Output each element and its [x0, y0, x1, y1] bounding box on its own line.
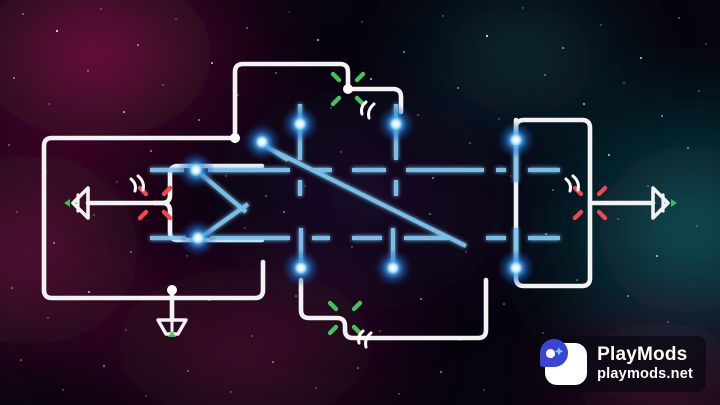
junction-bottom-left[interactable]: [167, 285, 177, 295]
wire-outer-left-loop[interactable]: [41, 135, 266, 301]
orb-5[interactable]: [177, 151, 215, 189]
gate-green-top-waves: [360, 100, 376, 120]
gate-nodes[interactable]: [129, 71, 608, 349]
wire-top-branch[interactable]: [232, 61, 351, 141]
wire-bottom-center[interactable]: [298, 277, 489, 341]
orb-9[interactable]: [497, 249, 535, 287]
orb-6[interactable]: [179, 219, 217, 257]
orb-7[interactable]: [282, 249, 320, 287]
orb-3[interactable]: [377, 105, 415, 143]
orb-2[interactable]: [281, 105, 319, 143]
gate-red-right-waves: [564, 174, 580, 193]
watermark-domain: playmods.net: [597, 366, 693, 383]
playmods-logo-icon: [540, 339, 588, 385]
ground-antenna[interactable]: [156, 318, 188, 337]
junction-top-left[interactable]: [230, 133, 240, 143]
beam-diagonal-long[interactable]: [267, 146, 467, 248]
orb-layer[interactable]: [177, 105, 535, 287]
orb-8[interactable]: [374, 249, 412, 287]
starfield: [8, 7, 707, 397]
right-emitter[interactable]: [651, 186, 677, 220]
gate-green-bottom[interactable]: [327, 300, 363, 336]
orb-1[interactable]: [243, 123, 281, 161]
wire-top-right-drop[interactable]: [345, 86, 404, 115]
junction-top-center[interactable]: [343, 84, 353, 94]
orb-4[interactable]: [497, 121, 535, 159]
gate-red-left-waves: [129, 174, 145, 193]
ground-antenna-indicator: [168, 331, 176, 337]
gate-green-bottom-waves: [357, 329, 373, 349]
watermark-brand: PlayMods: [597, 344, 688, 366]
junction-dots[interactable]: [167, 84, 353, 295]
wire-right-loop[interactable]: [513, 117, 593, 289]
left-emitter-indicator: [64, 199, 70, 207]
gate-green-top[interactable]: [330, 71, 366, 107]
playmods-watermark[interactable]: PlayMods playmods.net: [537, 336, 706, 392]
left-emitter[interactable]: [64, 186, 90, 220]
emitter-layer[interactable]: [64, 186, 677, 220]
right-emitter-indicator: [671, 199, 677, 207]
